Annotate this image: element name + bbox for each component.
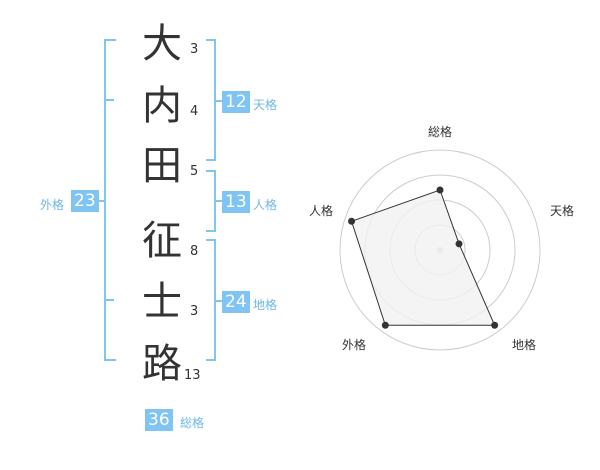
stroke-count-2: 4 xyxy=(190,104,199,119)
gaikaku-label: 外格 xyxy=(40,198,65,212)
tenkaku-label: 天格 xyxy=(253,98,278,112)
name-char-1: 大 xyxy=(142,21,182,67)
radar-axis-label-jinkaku: 人格 xyxy=(309,204,334,218)
jinkaku-badge: 13 xyxy=(222,191,250,213)
tenkaku-bracket-tick xyxy=(214,100,222,102)
name-char-6: 路 xyxy=(142,341,182,387)
radar-grid-ring-4 xyxy=(339,149,541,351)
stroke-count-1: 3 xyxy=(190,42,199,57)
jinkaku-label: 人格 xyxy=(253,198,278,212)
radar-point-1 xyxy=(436,186,444,194)
name-char-2: 内 xyxy=(142,83,182,129)
name-char-4: 征 xyxy=(142,218,182,264)
radar-axis-label-soukaku: 総格 xyxy=(428,125,453,139)
radar-point-3 xyxy=(491,321,499,329)
radar-series-polygon xyxy=(350,189,496,326)
chikaku-label: 地格 xyxy=(253,298,278,312)
radar-axis-label-tenkaku: 天格 xyxy=(550,204,575,218)
gaikaku-bracket xyxy=(104,39,116,361)
tenkaku-badge: 12 xyxy=(222,91,250,113)
chikaku-bracket-tick xyxy=(214,300,222,302)
stroke-count-4: 8 xyxy=(190,244,199,259)
name-char-3: 田 xyxy=(142,143,182,189)
soukaku-label: 総格 xyxy=(180,416,205,430)
radar-point-5 xyxy=(348,217,356,225)
radar-axis-label-chikaku: 地格 xyxy=(512,338,537,352)
radar-point-2 xyxy=(455,240,463,248)
name-char-5: 士 xyxy=(142,279,182,325)
soukaku-badge: 36 xyxy=(145,409,173,431)
gaikaku-tick-lower xyxy=(104,299,114,301)
chikaku-badge: 24 xyxy=(222,291,250,313)
gaikaku-tick-upper xyxy=(104,99,114,101)
jinkaku-bracket-tick xyxy=(214,200,222,202)
radar-axis-label-gaikaku: 外格 xyxy=(342,338,367,352)
stroke-count-3: 5 xyxy=(190,164,199,179)
stroke-count-5: 3 xyxy=(190,304,199,319)
stroke-count-6: 13 xyxy=(184,368,201,383)
gaikaku-badge: 23 xyxy=(71,190,99,212)
radar-point-4 xyxy=(381,321,389,329)
